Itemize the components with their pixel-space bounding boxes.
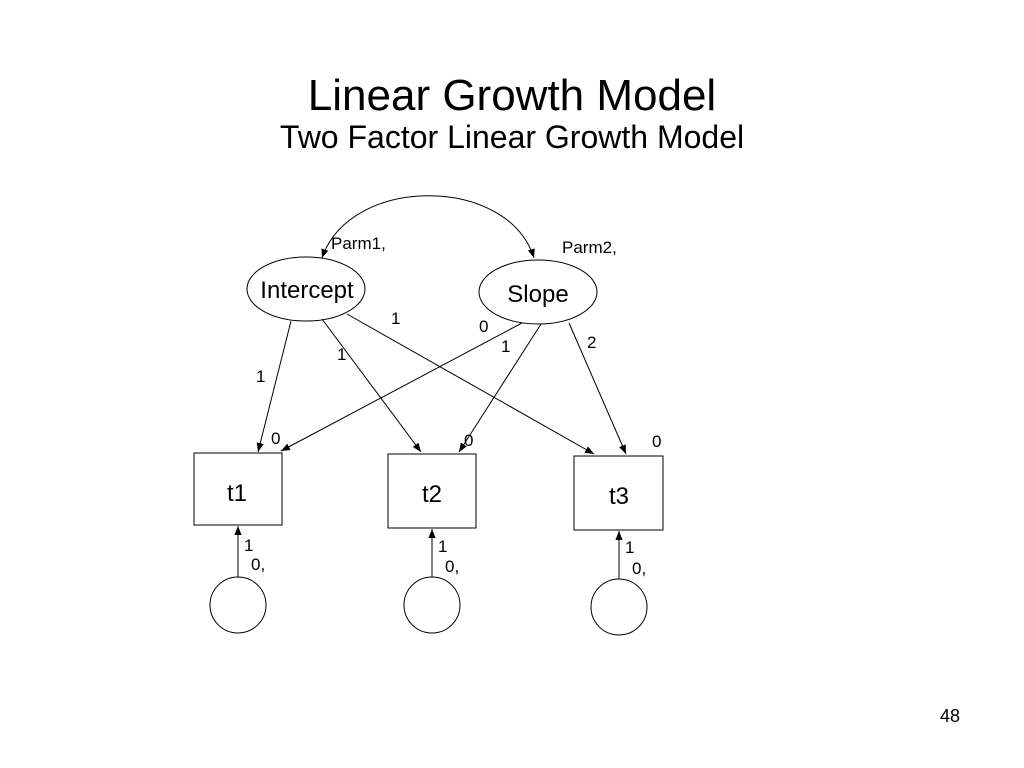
t3-residual-circle (590, 578, 648, 636)
t1-box (193, 452, 283, 526)
t2-label: t2 (422, 481, 442, 508)
intercept-t3-loading-label: 1 (391, 309, 400, 328)
t3-residual-loading-label: 1 (625, 538, 634, 557)
t3-label: t3 (609, 483, 629, 510)
slope-factor-label: Slope (507, 281, 568, 308)
t3-residual-mean-label: 0, (632, 559, 646, 578)
slide-subtitle: Two Factor Linear Growth Model (279, 119, 745, 155)
t2-residual-circle (403, 576, 461, 634)
t3-intercept-label: 0 (652, 432, 661, 451)
intercept-parameter-label: Parm1, (331, 234, 386, 253)
t2-residual-loading-label: 1 (438, 537, 447, 556)
slope-t1-loading-label: 0 (479, 317, 488, 336)
intercept-t1-loading-label: 1 (256, 367, 265, 386)
t1-residual-circle (209, 576, 267, 634)
intercept-to-t2-arrow (321, 318, 422, 453)
t1-residual-loading-label: 1 (244, 536, 253, 555)
slope-t2-loading-label: 1 (501, 337, 510, 356)
intercept-to-t3-arrow (346, 313, 595, 455)
slope-parameter-label: Parm2, (562, 238, 617, 257)
covariance-arc (321, 195, 535, 259)
intercept-factor-label: Intercept (260, 277, 354, 304)
t1-label: t1 (227, 480, 247, 507)
intercept-to-t1-arrow (256, 320, 292, 453)
slope-factor-ellipse (478, 259, 598, 325)
t3-box (573, 455, 664, 531)
slope-t3-loading-label: 2 (587, 333, 596, 352)
slope-to-t3-arrow (568, 322, 627, 455)
t2-intercept-label: 0 (464, 431, 473, 450)
slide-title: Linear Growth Model (307, 71, 717, 120)
t2-residual-mean-label: 0, (445, 557, 459, 576)
page-number: 48 (939, 706, 961, 726)
t1-intercept-label: 0 (271, 429, 280, 448)
intercept-t2-loading-label: 1 (337, 345, 346, 364)
slope-to-t2-arrow (458, 323, 542, 453)
t2-box (387, 453, 477, 529)
intercept-factor-ellipse (246, 256, 366, 322)
t1-residual-mean-label: 0, (251, 555, 265, 574)
slope-to-t1-arrow (280, 322, 523, 452)
